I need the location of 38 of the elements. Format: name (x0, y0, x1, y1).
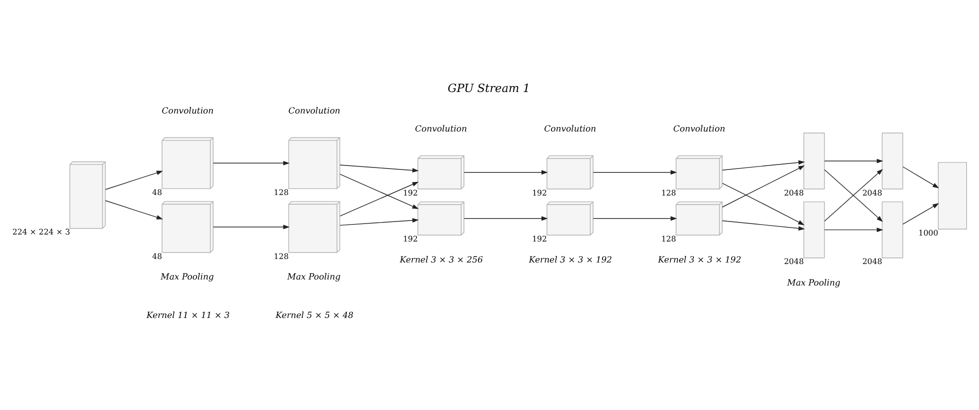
label: Convolution (673, 124, 726, 134)
arrow (722, 183, 805, 226)
arrow (340, 182, 419, 216)
arrow (722, 220, 805, 231)
arrow (592, 170, 677, 175)
arrow (340, 218, 419, 226)
arrow (464, 170, 548, 175)
arrow (722, 165, 805, 208)
arrow (902, 166, 940, 188)
arrow (824, 228, 884, 232)
label: Kernel 11 × 11 × 3 (146, 310, 230, 321)
label: Max Pooling (287, 272, 341, 283)
arrow (464, 216, 548, 221)
arrow (340, 174, 419, 209)
label: Kernel 3 × 3 × 192 (658, 256, 742, 266)
arrow (824, 158, 884, 164)
node-box (803, 132, 825, 190)
arrow (213, 160, 290, 166)
diagram-title: GPU Stream 1 (448, 81, 530, 96)
node-box (882, 132, 904, 190)
label: Convolution (415, 124, 467, 134)
arrow (592, 216, 677, 221)
label: Kernel 3 × 3 × 192 (528, 256, 612, 266)
label: Kernel 3 × 3 × 256 (400, 256, 483, 266)
node-box (882, 201, 904, 258)
node-box (938, 162, 967, 230)
label: Max Pooling (160, 272, 214, 283)
label: Convolution (544, 124, 596, 134)
label: Kernel 5 × 5 × 48 (276, 310, 354, 321)
arrow (340, 164, 419, 173)
label: Convolution (162, 106, 214, 117)
arrow (105, 200, 163, 220)
arrow (902, 203, 940, 225)
node-box (803, 201, 825, 258)
arrow (105, 170, 163, 190)
arrow (722, 160, 805, 170)
label: Convolution (288, 106, 340, 117)
arrow (213, 224, 290, 230)
